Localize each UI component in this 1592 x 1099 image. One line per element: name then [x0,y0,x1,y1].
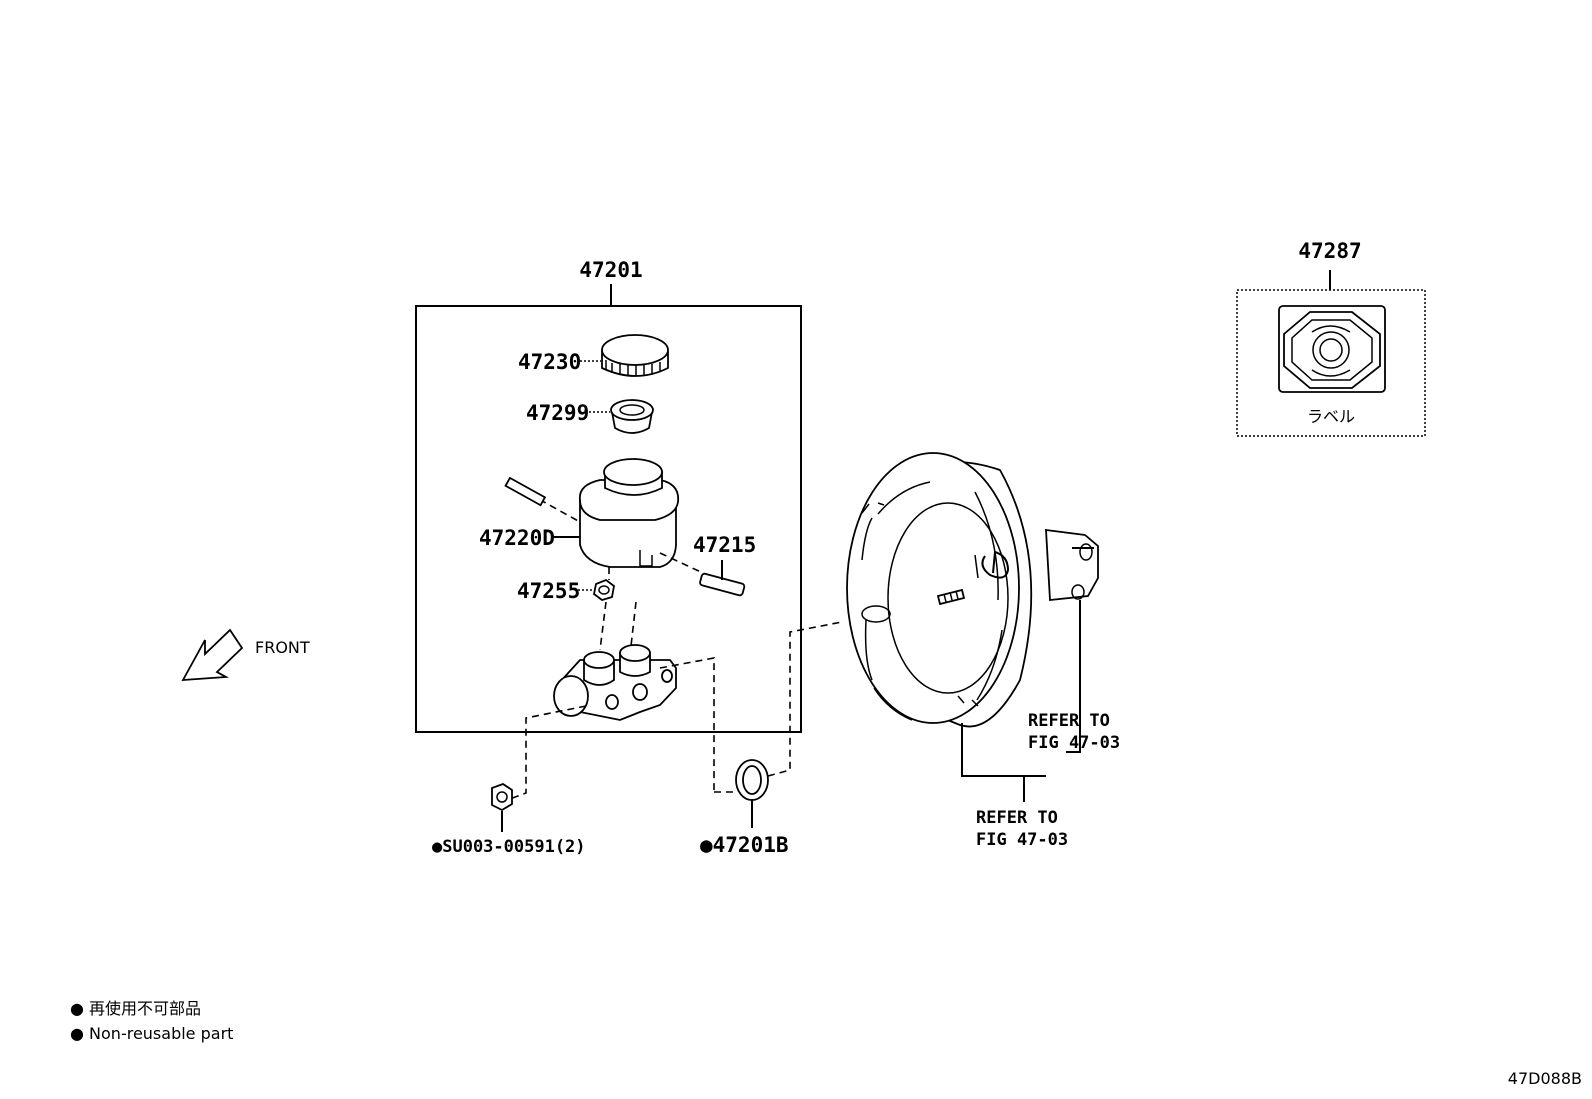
reservoir-part[interactable] [504,458,680,568]
callout-47255[interactable]: 47255 [517,579,580,603]
refer-note-2-line-1: REFER TO [976,808,1058,828]
refer-note-2-line-2: FIG 47-03 [976,830,1068,850]
strainer-part[interactable] [585,399,654,434]
callout-47201B[interactable]: ●47201B [700,833,789,857]
refer-note-1-line-2: FIG 47-03 [1028,733,1120,753]
refer-note-1-line-1: REFER TO [1028,711,1110,731]
legend-japanese: ● 再使用不可部品 [70,999,201,1018]
label-part[interactable] [1236,270,1426,437]
nut-part[interactable] [491,782,513,832]
label-caption: ラベル [1307,407,1355,426]
pin-part[interactable] [659,552,746,597]
callout-47230[interactable]: 47230 [518,350,581,374]
master-cylinder-assembly-group: 47201 [415,258,802,733]
diagram-code: 47D088B [1508,1069,1582,1088]
callout-SU003-00591[interactable]: ●SU003-00591(2) [432,837,586,857]
legend-english: ● Non-reusable part [70,1024,233,1043]
gasket-part[interactable] [714,621,843,828]
front-arrow-icon [181,628,244,682]
callout-47299[interactable]: 47299 [526,401,589,425]
grommet-part[interactable] [578,567,615,601]
callout-47215[interactable]: 47215 [693,533,756,557]
front-label: FRONT [255,638,310,657]
callout-47201[interactable]: 47201 [579,258,642,282]
callout-47220D[interactable]: 47220D [479,526,555,550]
assembly-frame [415,305,802,733]
callout-47287[interactable]: 47287 [1298,239,1361,263]
master-cylinder-body[interactable] [553,601,677,721]
reservoir-cap-part[interactable] [580,334,669,377]
brake-booster-part[interactable] [846,452,1099,802]
